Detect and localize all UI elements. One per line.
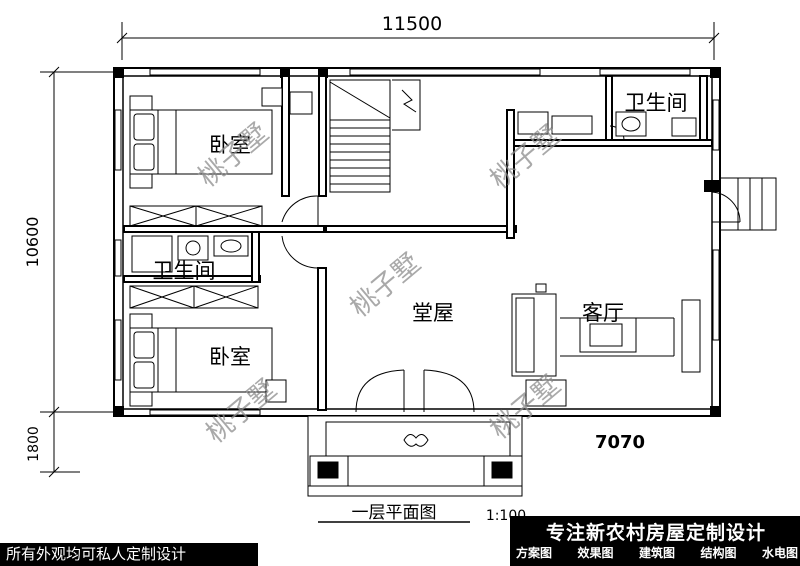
label-living-room: 客厅 [582,301,624,325]
dim-height-main: 10600 [23,217,42,268]
staircase [329,79,421,193]
bath-left-fixtures [131,235,249,273]
side-steps [719,177,777,231]
wardrobe-bottom [129,285,259,309]
banner-title: 专注新农村房屋定制设计 [545,522,766,544]
service-banner: 专注新农村房屋定制设计 方案图 效果图 建筑图 结构图 水电图 [510,516,800,566]
bed-top [129,95,273,189]
drawing-title: 一层平面图 [352,503,437,523]
desk-top [261,87,313,115]
dimension-lines [40,22,720,478]
footer-note: 所有外观均可私人定制设计 [0,543,258,566]
dim-width-total: 11500 [382,13,442,35]
front-porch [307,415,523,497]
service-item: 方案图 [516,546,553,560]
bed-bottom [129,313,287,407]
living-furniture [511,283,701,407]
dim-height-porch: 1800 [26,426,42,462]
service-item: 水电图 [761,546,798,560]
service-item: 结构图 [700,546,737,560]
label-bathroom-left: 卫生间 [153,259,216,283]
service-item: 建筑图 [638,546,675,560]
label-main-hall: 堂屋 [412,301,454,325]
wardrobe-top [129,205,263,227]
label-bathroom-top: 卫生间 [625,91,688,115]
windows [114,68,720,416]
bath-top-fixtures [517,111,697,137]
house-code: 7070 [595,432,645,453]
label-bedroom-bottom: 卧室 [209,345,251,369]
wall-fills [114,68,720,416]
banner-services: 方案图 效果图 建筑图 结构图 水电图 [516,544,798,561]
doors [281,125,741,413]
label-bedroom-top: 卧室 [209,133,251,157]
service-item: 效果图 [577,546,614,560]
